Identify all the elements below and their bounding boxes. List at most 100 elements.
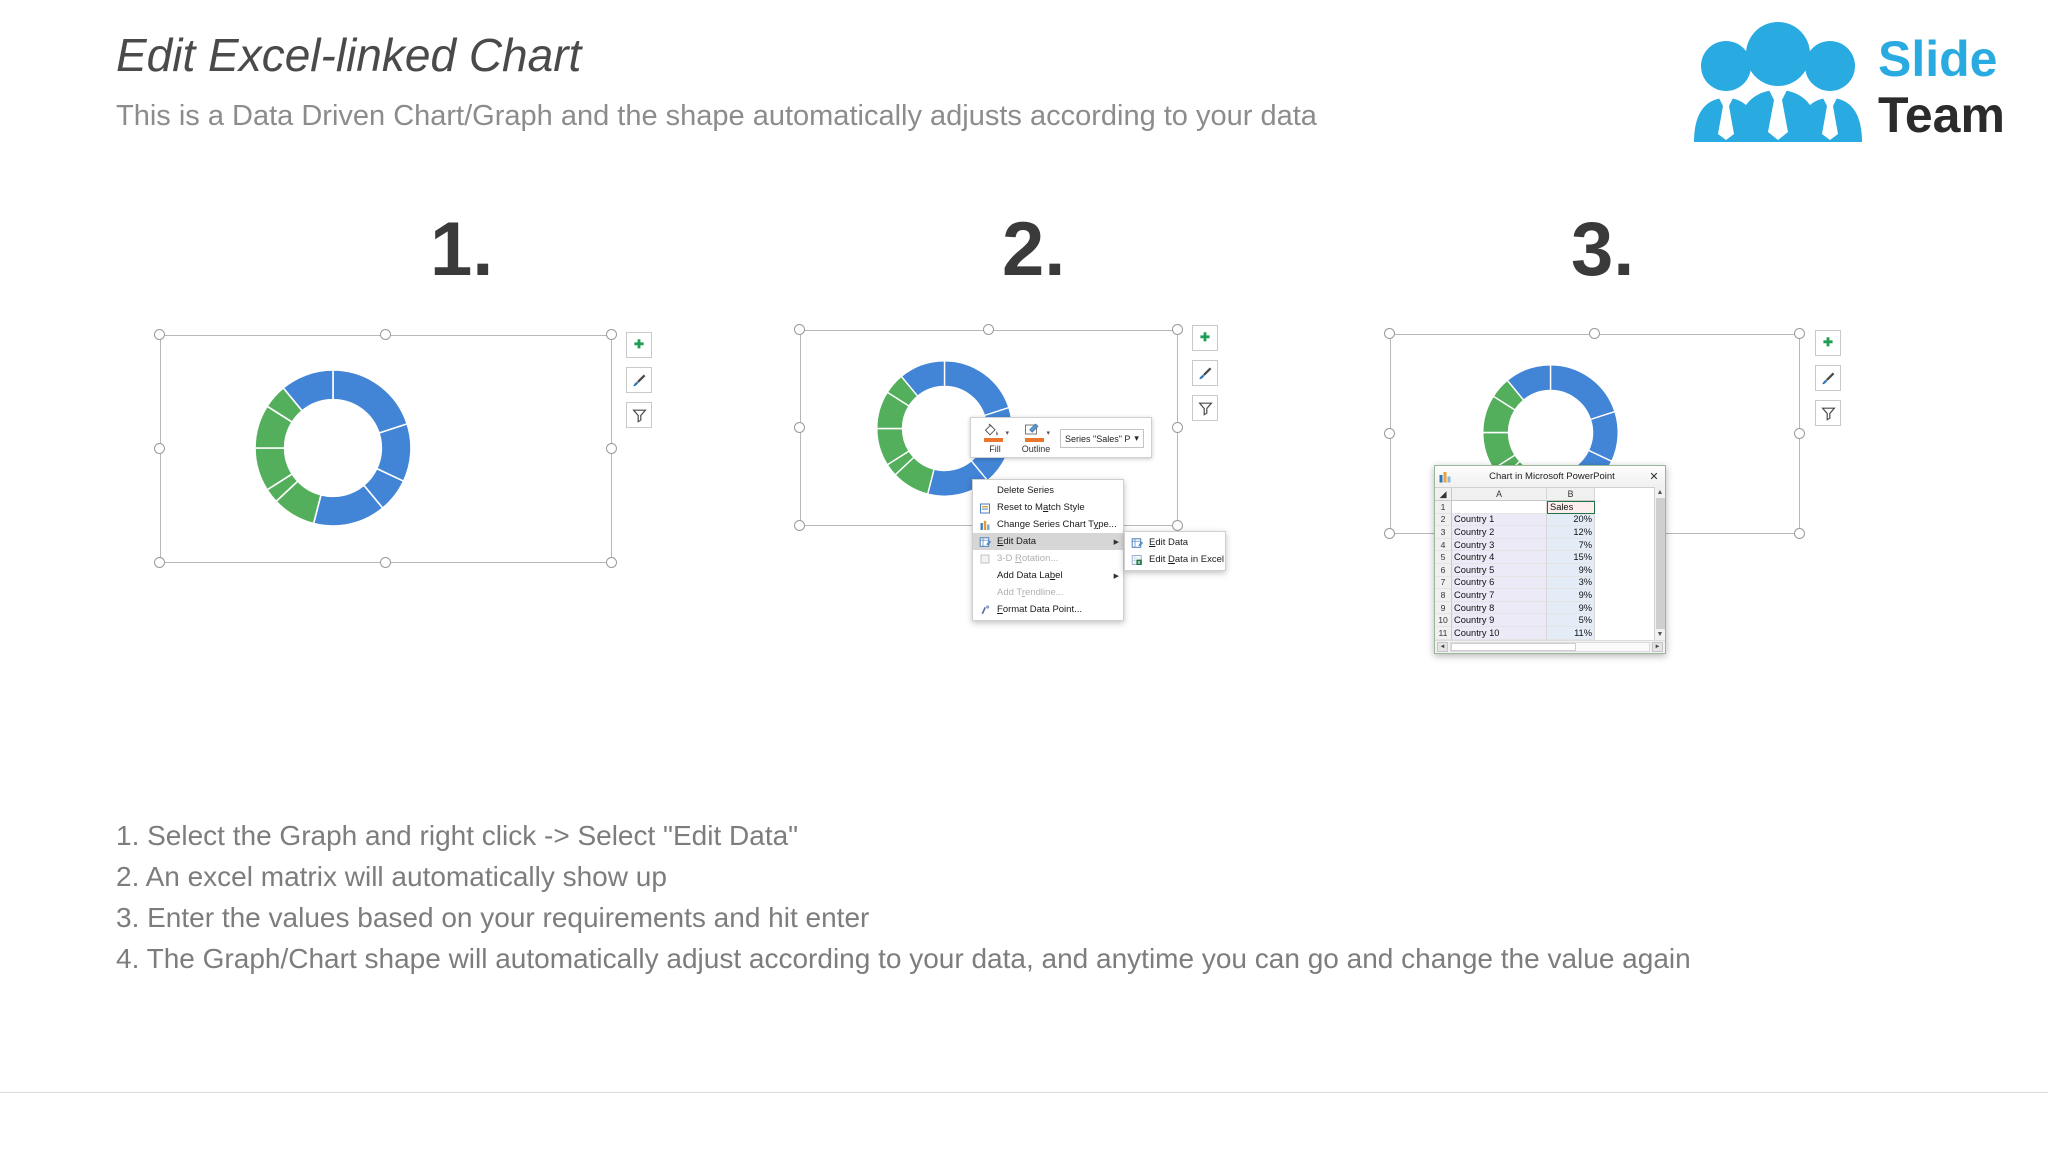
corner-select-all[interactable]: ◢ [1435, 488, 1452, 501]
resize-handle-bm[interactable] [380, 557, 391, 568]
cell-sales[interactable]: 11% [1547, 626, 1595, 640]
chart-filters-button[interactable] [1815, 400, 1841, 426]
resize-handle-bl[interactable] [154, 557, 165, 568]
table-row[interactable]: 1 Sales [1435, 501, 1654, 514]
submenu-item-edit-data-in-excel[interactable]: X Edit Data in Excel [1125, 551, 1225, 568]
outline-caret-icon[interactable]: ▾ [1046, 430, 1050, 437]
fill-tool[interactable]: ▾ Fill [978, 423, 1012, 454]
resize-handle-ml[interactable] [1384, 428, 1395, 439]
menu-item-format-data-point[interactable]: Format Data Point... [973, 601, 1123, 618]
doughnut-slice[interactable] [943, 360, 1010, 417]
doughnut-chart-1[interactable] [238, 353, 428, 543]
cell-country[interactable]: Country 3 [1452, 538, 1547, 552]
resize-handle-tl[interactable] [154, 329, 165, 340]
submenu-item-edit-data[interactable]: Edit Data [1125, 534, 1225, 551]
resize-handle-mr[interactable] [606, 443, 617, 454]
resize-handle-tm[interactable] [983, 324, 994, 335]
doughnut-slice[interactable] [332, 369, 409, 435]
cell-sales[interactable]: 7% [1547, 538, 1595, 552]
cell-country[interactable]: Country 1 [1452, 513, 1547, 527]
doughnut-slice[interactable] [1549, 364, 1616, 421]
row-number[interactable]: 10 [1435, 614, 1452, 627]
chart-elements-button[interactable] [1192, 325, 1218, 351]
scroll-left-icon[interactable]: ◄ [1437, 641, 1448, 652]
resize-handle-tm[interactable] [380, 329, 391, 340]
column-header-a[interactable]: A [1452, 488, 1547, 501]
row-number[interactable]: 6 [1435, 563, 1452, 577]
cell-sales[interactable]: 9% [1547, 563, 1595, 577]
row-number[interactable]: 2 [1435, 513, 1452, 527]
chart-styles-button[interactable] [626, 367, 652, 393]
resize-handle-ml[interactable] [794, 422, 805, 433]
menu-item-reset-to-match-style[interactable]: Reset to Match Style [973, 499, 1123, 516]
fill-caret-icon[interactable]: ▾ [1005, 430, 1009, 437]
resize-handle-br[interactable] [1794, 528, 1805, 539]
row-number[interactable]: 3 [1435, 526, 1452, 539]
doughnut-slice[interactable] [900, 360, 946, 398]
cell-sales[interactable]: 15% [1547, 551, 1595, 564]
chart-elements-button[interactable] [626, 332, 652, 358]
resize-handle-tl[interactable] [794, 324, 805, 335]
menu-item-add-data-label[interactable]: Add Data Label ▶ [973, 567, 1123, 584]
cell-country[interactable]: Country 6 [1452, 576, 1547, 590]
menu-item-change-series-chart-type[interactable]: Change Series Chart Type... [973, 516, 1123, 533]
row-number[interactable]: 11 [1435, 626, 1452, 640]
row-number[interactable]: 4 [1435, 538, 1452, 552]
resize-handle-bl[interactable] [1384, 528, 1395, 539]
row-number[interactable]: 8 [1435, 589, 1452, 602]
doughnut-slice[interactable] [1506, 364, 1552, 402]
chart-filters-button[interactable] [626, 402, 652, 428]
outline-tool[interactable]: ▾ Outline [1019, 423, 1053, 454]
cell-sales[interactable]: 5% [1547, 614, 1595, 627]
cell-country[interactable]: Country 7 [1452, 589, 1547, 602]
menu-item-edit-data[interactable]: Edit Data ▶ [973, 533, 1123, 550]
row-number[interactable]: 7 [1435, 576, 1452, 590]
chart-styles-button[interactable] [1192, 360, 1218, 386]
excel-titlebar[interactable]: Chart in Microsoft PowerPoint ✕ [1435, 466, 1665, 487]
horizontal-scrollbar[interactable]: ◄ ► [1435, 639, 1665, 653]
doughnut-slice[interactable] [282, 369, 334, 412]
resize-handle-bl[interactable] [794, 520, 805, 531]
scroll-up-icon[interactable]: ▲ [1656, 489, 1664, 496]
cell-country[interactable]: Country 9 [1452, 614, 1547, 627]
cell-sales[interactable]: 9% [1547, 601, 1595, 615]
excel-data-window[interactable]: Chart in Microsoft PowerPoint ✕ ◢ A B 1 … [1434, 465, 1666, 654]
cell-country[interactable]: Country 8 [1452, 601, 1547, 615]
resize-handle-tr[interactable] [606, 329, 617, 340]
cell-sales[interactable]: 20% [1547, 513, 1595, 527]
chart-styles-button[interactable] [1815, 365, 1841, 391]
row-number[interactable]: 5 [1435, 551, 1452, 564]
cell-country[interactable]: Country 2 [1452, 526, 1547, 539]
column-header-b[interactable]: B [1547, 488, 1595, 501]
resize-handle-tr[interactable] [1172, 324, 1183, 335]
resize-handle-mr[interactable] [1794, 428, 1805, 439]
cell-sales[interactable]: 9% [1547, 589, 1595, 602]
resize-handle-mr[interactable] [1172, 422, 1183, 433]
cell-b1[interactable]: Sales [1547, 501, 1595, 514]
resize-handle-ml[interactable] [154, 443, 165, 454]
cell-country[interactable]: Country 5 [1452, 563, 1547, 577]
close-icon[interactable]: ✕ [1649, 471, 1659, 483]
menu-item-delete-series[interactable]: Delete Series [973, 482, 1123, 499]
chart-elements-button[interactable] [1815, 330, 1841, 356]
resize-handle-br[interactable] [606, 557, 617, 568]
cell-sales[interactable]: 12% [1547, 526, 1595, 539]
hscroll-thumb[interactable] [1451, 642, 1576, 651]
hscroll-track[interactable] [1450, 641, 1650, 652]
resize-handle-tm[interactable] [1589, 328, 1600, 339]
cell-country[interactable]: Country 10 [1452, 626, 1547, 640]
series-selector-combo[interactable]: Series "Sales" P ▾ [1060, 429, 1144, 448]
scroll-down-icon[interactable]: ▼ [1656, 630, 1664, 638]
series-selector-caret-icon[interactable]: ▾ [1134, 433, 1139, 443]
scrollbar-thumb[interactable] [1655, 498, 1665, 629]
cell-a1[interactable] [1452, 501, 1547, 514]
